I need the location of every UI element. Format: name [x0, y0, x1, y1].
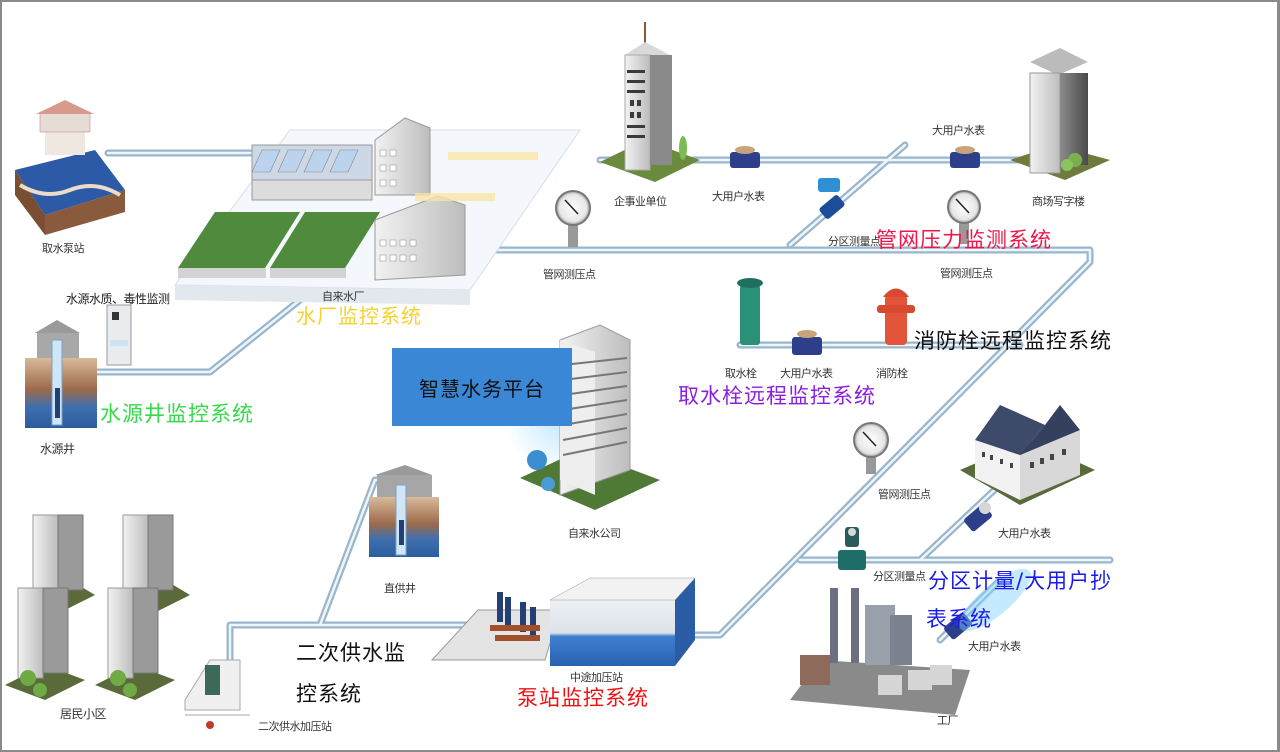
flow-meter-icon-1	[818, 178, 845, 219]
pipe-well-to-plant	[61, 296, 304, 376]
label-big-meter-3: 大用户水表	[780, 367, 833, 380]
system-label-pump-station[interactable]: 泵站监控系统	[517, 686, 649, 710]
intake-pump-station-icon	[15, 100, 125, 235]
label-enterprise: 企事业单位	[614, 195, 667, 208]
factory-icon	[790, 588, 970, 715]
water-meter-icon-2	[950, 146, 980, 168]
label-commercial-building: 商场写字楼	[1032, 195, 1085, 208]
label-factory: 工厂	[937, 714, 959, 727]
water-glow-effect	[959, 568, 1031, 632]
secondary-booster-icon	[184, 659, 250, 729]
label-secondary-booster: 二次供水加压站	[258, 720, 332, 733]
label-water-quality-monitor: 水源水质、毒性监测	[66, 292, 170, 306]
pressure-gauge-icon-2	[947, 190, 981, 244]
label-big-meter-1: 大用户水表	[712, 190, 765, 203]
water-meter-icon-4	[964, 502, 992, 532]
fire-hydrant-icon	[877, 288, 915, 345]
water-quality-monitor-icon	[106, 304, 132, 366]
system-label-secondary-supply-line2[interactable]: 控系统	[296, 682, 362, 706]
water-meter-icon-1	[730, 146, 760, 168]
system-label-pipe-pressure[interactable]: 管网压力监测系统	[876, 228, 1052, 252]
system-label-source-well[interactable]: 水源井监控系统	[100, 402, 254, 426]
direct-well-icon	[369, 465, 439, 557]
label-district-point-1: 分区测量点	[828, 235, 881, 248]
system-label-secondary-supply-line1[interactable]: 二次供水监	[296, 641, 406, 665]
commercial-building-icon	[1010, 48, 1110, 180]
residential-buildings-icon	[5, 514, 190, 700]
label-district-point-2: 分区测量点	[873, 570, 926, 583]
label-direct-well: 直供井	[384, 582, 416, 595]
pressure-gauge-icon-1	[555, 190, 591, 247]
water-meter-icon-3	[792, 330, 822, 355]
label-source-well: 水源井	[40, 442, 75, 456]
label-pressure-point-3: 管网测压点	[878, 488, 931, 501]
label-intake-pump-station: 取水泵站	[42, 242, 85, 255]
label-water-plant: 自来水厂	[322, 290, 365, 303]
system-label-fire-hydrant[interactable]: 消防栓远程监控系统	[914, 329, 1112, 353]
platform-title: 智慧水务平台	[419, 376, 545, 401]
smart-water-platform-box[interactable]: 智慧水务平台	[392, 348, 572, 426]
water-meter-icon-5	[944, 612, 972, 640]
label-midway-booster: 中途加压站	[570, 671, 623, 684]
label-fire-hydrant: 消防栓	[876, 367, 908, 380]
pressure-gauge-icon-3	[853, 422, 889, 474]
label-residential: 居民小区	[60, 707, 107, 721]
pump-station-icon	[430, 577, 696, 666]
label-pressure-point-2: 管网测压点	[940, 267, 993, 280]
office-building-icon	[960, 405, 1095, 505]
water-plant-icon	[174, 117, 581, 305]
label-big-meter-4: 大用户水表	[998, 527, 1051, 540]
system-label-water-intake-hydrant[interactable]: 取水栓远程监控系统	[678, 384, 876, 408]
label-big-meter-5: 大用户水表	[968, 640, 1021, 653]
system-label-district-metering-line1[interactable]: 分区计量/大用户抄	[928, 569, 1113, 593]
label-water-company: 自来水公司	[568, 527, 621, 540]
source-well-icon	[25, 320, 97, 428]
enterprise-building-icon	[600, 22, 700, 182]
flow-meter-icon-2	[838, 527, 866, 570]
label-intake-hydrant: 取水栓	[725, 367, 757, 380]
intake-hydrant-icon	[737, 278, 763, 345]
system-label-water-plant[interactable]: 水厂监控系统	[296, 304, 422, 328]
system-label-district-metering-line2[interactable]: 表系统	[926, 607, 992, 631]
label-big-meter-2: 大用户水表	[932, 124, 985, 137]
label-pressure-point-1: 管网测压点	[543, 268, 596, 281]
